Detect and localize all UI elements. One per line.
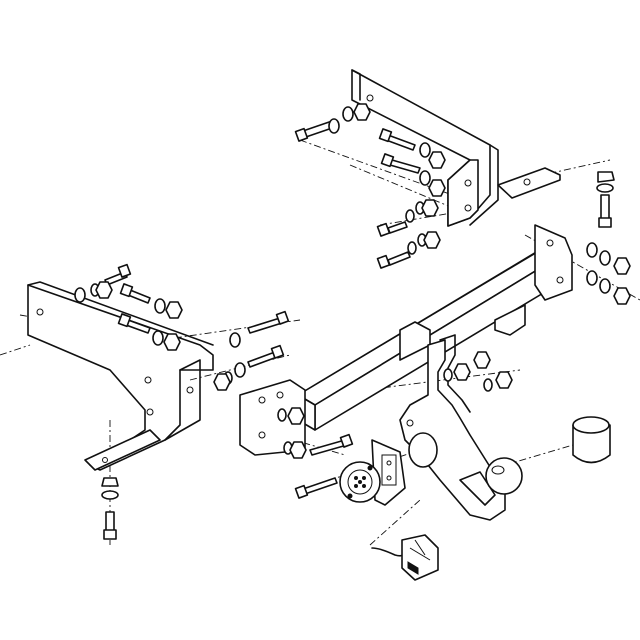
bolt — [378, 128, 416, 151]
bolt — [117, 313, 151, 334]
bolt — [376, 221, 408, 237]
bolt — [309, 433, 354, 456]
right-mounting-bracket — [351, 69, 561, 227]
ball-cover — [572, 416, 611, 464]
bolt — [247, 344, 285, 368]
tow-ball-assembly — [399, 334, 523, 521]
nuts — [95, 103, 631, 487]
bolt — [294, 477, 338, 499]
left-mounting-bracket — [27, 281, 214, 471]
bolts — [103, 119, 612, 540]
bolt — [119, 283, 151, 304]
bolt — [103, 511, 117, 540]
wiring-connector — [371, 534, 439, 581]
electrical-socket — [339, 461, 381, 503]
bolt — [380, 153, 421, 174]
bolt — [247, 310, 290, 334]
bolt — [598, 194, 612, 228]
bolt — [376, 251, 411, 269]
